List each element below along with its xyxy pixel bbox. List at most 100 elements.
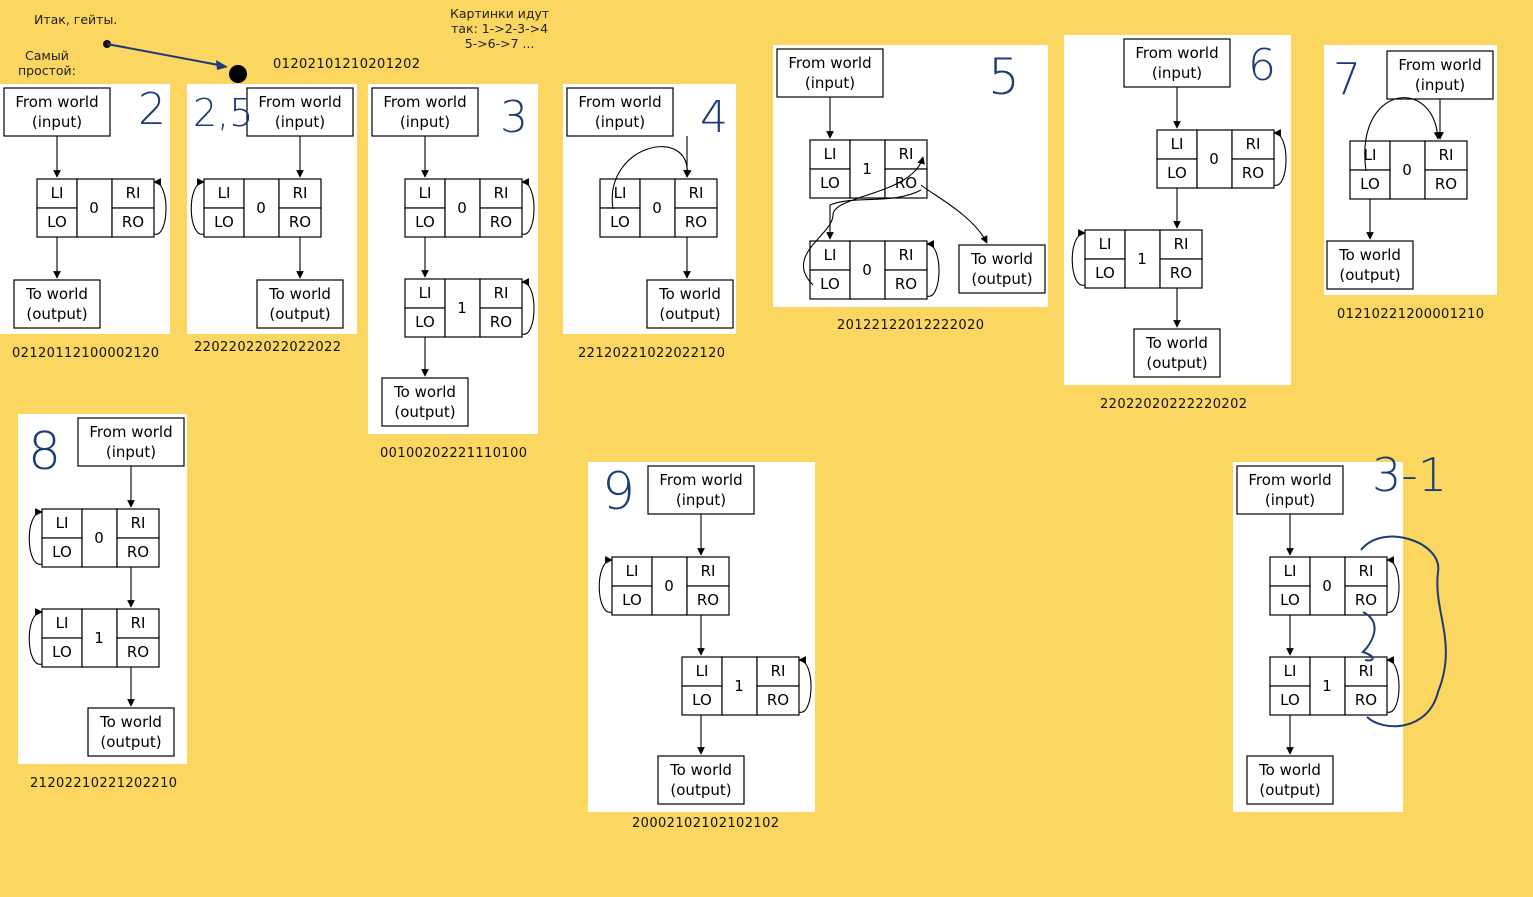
gate-ri-cell xyxy=(884,240,928,271)
to-world-box xyxy=(381,377,469,427)
gate-ri-cell xyxy=(1424,140,1468,171)
gate-ro-cell xyxy=(479,307,523,338)
from-world-sub: (input) xyxy=(1415,76,1465,94)
from-world-box xyxy=(3,87,111,137)
gate-li-label: LI xyxy=(824,145,837,163)
gate-lo-cell xyxy=(41,537,83,568)
to-world-box xyxy=(256,279,344,329)
to-world-label: To world xyxy=(268,285,331,303)
from-world-box xyxy=(77,417,185,467)
self-loop-right xyxy=(926,240,940,297)
gate-ro-label: RO xyxy=(697,591,719,609)
gate-lo-label: LO xyxy=(820,174,840,192)
gate-lo-label: LO xyxy=(415,313,435,331)
gate-lo-cell xyxy=(1269,685,1311,716)
gate-num-cell xyxy=(849,139,886,199)
gate-li-label: LI xyxy=(1099,235,1112,253)
from-world-sub: (input) xyxy=(32,113,82,131)
mark-7: 7 xyxy=(1333,54,1361,105)
gate-num-cell xyxy=(444,178,481,238)
gate-number: 1 xyxy=(734,677,744,695)
from-world-box xyxy=(647,465,755,515)
gate-lo-label: LO xyxy=(1280,591,1300,609)
self-loop-right xyxy=(1386,556,1400,613)
to-world-box xyxy=(87,707,175,757)
gate-number: 0 xyxy=(1402,161,1412,179)
to-world-box xyxy=(646,279,734,329)
gate-ri-cell xyxy=(756,656,800,687)
gate-li-label: LI xyxy=(614,184,627,202)
from-world-sub: (input) xyxy=(595,113,645,131)
self-loop-right xyxy=(1386,656,1400,713)
gate-ro-cell xyxy=(756,685,800,716)
gate-ri-cell xyxy=(479,278,523,309)
gate-ro-label: RO xyxy=(895,174,917,192)
gate-number: 1 xyxy=(1137,250,1147,268)
gate-lo-label: LO xyxy=(610,213,630,231)
gate-ri-label: RI xyxy=(131,614,146,632)
gate-number: 0 xyxy=(1209,150,1219,168)
gate-lo-label: LO xyxy=(1167,164,1187,182)
gate-li-label: LI xyxy=(56,514,69,532)
gate-ro-cell xyxy=(1231,158,1275,189)
self-loop-left xyxy=(1071,229,1086,286)
mark-8: 8 xyxy=(28,422,62,482)
extra-code: 01202101210201202 xyxy=(273,57,421,72)
gate-ro-cell xyxy=(884,168,928,199)
gate-li-label: LI xyxy=(419,284,432,302)
gate-li-cell xyxy=(404,178,446,209)
code-8: 21202210221202210 xyxy=(30,776,178,791)
gate-lo-label: LO xyxy=(52,543,72,561)
from-world-label: From world xyxy=(89,423,172,441)
gate-ro-cell xyxy=(686,585,730,616)
gate-ri-label: RI xyxy=(494,184,509,202)
handwritten-loop xyxy=(1360,535,1447,728)
gate-ro-label: RO xyxy=(1435,175,1457,193)
gate-num-cell xyxy=(651,556,688,616)
mark-3: 3 xyxy=(500,92,528,143)
simplest-note: Самый простой: xyxy=(18,48,76,78)
gate-num-cell xyxy=(1124,229,1161,289)
edge-down xyxy=(826,189,922,240)
self-loop-left xyxy=(598,556,613,613)
gate-ri-label: RI xyxy=(1246,135,1261,153)
from-world-box xyxy=(246,87,354,137)
to-world-sub: (output) xyxy=(971,270,1032,288)
gate-ro-label: RO xyxy=(490,313,512,331)
to-world-sub: (output) xyxy=(269,305,330,323)
gate-ri-cell xyxy=(1344,656,1388,687)
from-world-sub: (input) xyxy=(400,113,450,131)
code-3: 00100202221110100 xyxy=(380,446,528,461)
gate-li-cell xyxy=(1269,556,1311,587)
gate-li-label: LI xyxy=(1284,562,1297,580)
to-world-box xyxy=(958,244,1046,294)
self-loop-left xyxy=(190,178,205,235)
from-world-sub: (input) xyxy=(805,74,855,92)
gate-number: 0 xyxy=(256,199,266,217)
to-world-sub: (output) xyxy=(1339,266,1400,284)
to-world-sub: (output) xyxy=(100,733,161,751)
gate-lo-cell xyxy=(404,307,446,338)
from-world-label: From world xyxy=(1135,44,1218,62)
gate-num-cell xyxy=(639,178,676,238)
gate-ro-cell xyxy=(1344,685,1388,716)
mark-3-1: 3-1 xyxy=(1372,448,1448,502)
gate-li-label: LI xyxy=(419,184,432,202)
gate-li-label: LI xyxy=(696,662,709,680)
gate-num-cell xyxy=(76,178,113,238)
gate-li-label: LI xyxy=(51,184,64,202)
from-world-sub: (input) xyxy=(676,491,726,509)
gate-ro-cell xyxy=(1344,585,1388,616)
from-world-label: From world xyxy=(659,471,742,489)
gate-ro-label: RO xyxy=(490,213,512,231)
gate-number: 0 xyxy=(1322,577,1332,595)
